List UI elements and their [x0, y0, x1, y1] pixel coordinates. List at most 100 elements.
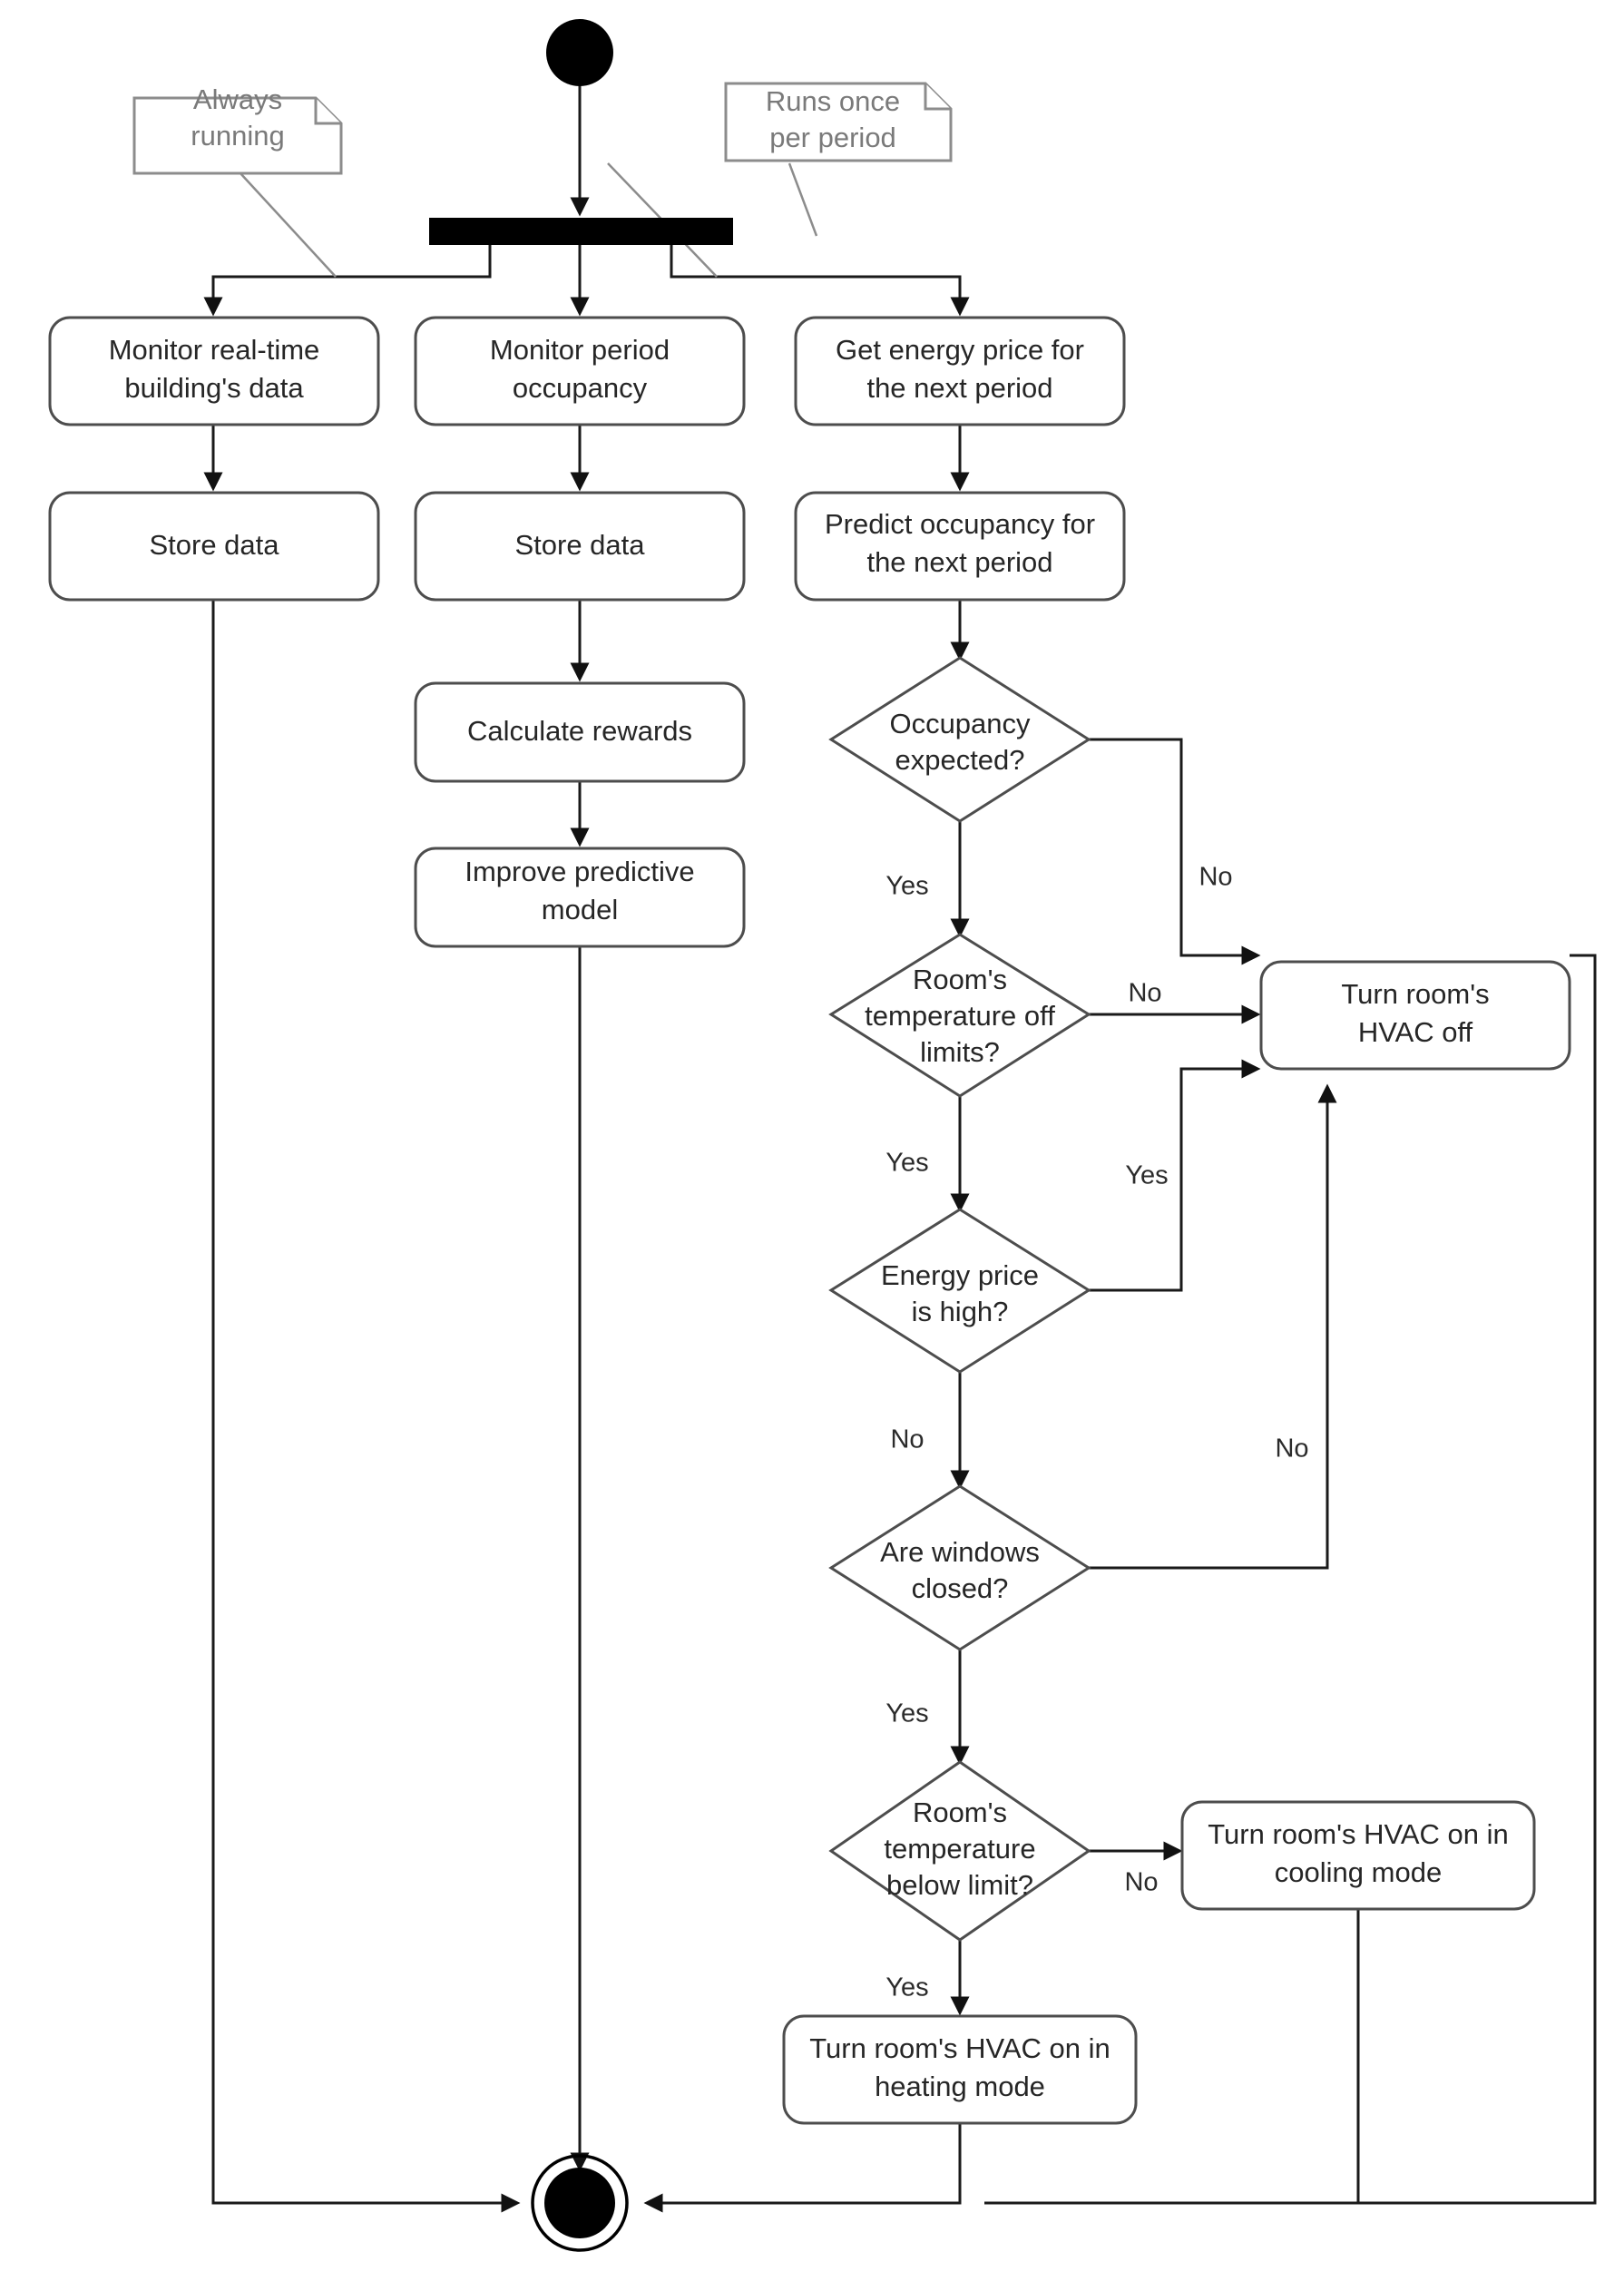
edge-label-energy-high-no: No — [890, 1425, 924, 1454]
activity-hvac-heating-line1: Turn room's HVAC on in — [809, 2032, 1110, 2064]
activity-monitor-realtime[interactable]: Monitor real-time building's data — [48, 316, 380, 426]
edge-store-left-to-end — [211, 600, 521, 2213]
edge-heating-to-end — [643, 2114, 962, 2213]
activity-improve-model-line2: model — [542, 894, 618, 925]
decision-occupancy-expected[interactable]: Occupancy expected? — [828, 656, 1091, 823]
end-node — [531, 2154, 629, 2252]
decision-occupancy-expected-diamond[interactable] — [828, 656, 1091, 823]
edge-layer — [203, 83, 1597, 2213]
decision-temp-off-limits-diamond[interactable] — [828, 933, 1091, 1098]
activity-hvac-off-line2: HVAC off — [1358, 1016, 1473, 1048]
decision-temp-off-limits[interactable]: Room's temperature off limits? — [828, 933, 1091, 1098]
activity-get-energy-price[interactable]: Get energy price for the next period — [794, 316, 1126, 426]
decision-energy-price-high-line1: Energy price — [881, 1259, 1039, 1291]
decision-temp-off-limits-line3: limits? — [920, 1036, 1000, 1068]
decision-temp-below-limit[interactable]: Room's temperature below limit? — [828, 1760, 1091, 1942]
edge-energy-high-yes-to-hvac-off — [1089, 1059, 1261, 1292]
start-node — [546, 19, 613, 86]
edge-label-temp-below-yes: Yes — [885, 1973, 928, 2002]
activity-predict-occupancy-line2: the next period — [866, 546, 1052, 578]
activity-improve-model-line1: Improve predictive — [465, 856, 694, 887]
edge-label-occupancy-no: No — [1198, 863, 1232, 892]
activity-get-energy-price-line1: Get energy price for — [836, 334, 1084, 366]
fork-node — [429, 218, 733, 245]
decision-occupancy-expected-line1: Occupancy — [889, 708, 1031, 739]
activity-predict-occupancy-box[interactable] — [794, 491, 1126, 602]
edge-label-occupancy-yes: Yes — [885, 872, 928, 901]
activity-store-data-left[interactable]: Store data — [48, 491, 380, 602]
edge-label-windows-yes: Yes — [885, 1699, 928, 1728]
note-runs-once-body — [724, 82, 953, 162]
edge-windows-no-to-hvac-off — [1089, 1083, 1337, 1570]
activity-monitor-occupancy-line1: Monitor period — [490, 334, 670, 366]
edge-occupancy-no-to-hvac-off — [1089, 738, 1261, 965]
note-always-running-line1: Always — [193, 83, 282, 115]
initial-node-circle — [546, 19, 613, 86]
edge-label-layer: No Yes No Yes Yes No No Yes No Yes — [885, 863, 1308, 2002]
activity-hvac-cooling-line2: cooling mode — [1275, 1856, 1442, 1888]
activity-monitor-occupancy[interactable]: Monitor period occupancy — [414, 316, 746, 426]
activity-hvac-heating[interactable]: Turn room's HVAC on in heating mode — [782, 2014, 1138, 2125]
activity-predict-occupancy[interactable]: Predict occupancy for the next period — [794, 491, 1126, 602]
decision-temp-below-limit-line3: below limit? — [886, 1869, 1033, 1901]
note-runs-once-line1: Runs once — [766, 85, 900, 117]
edge-fork-to-get-energy-price — [670, 243, 970, 317]
decision-windows-closed-line1: Are windows — [880, 1536, 1040, 1568]
decision-occupancy-expected-line2: expected? — [895, 744, 1024, 776]
note-runs-once-line2: per period — [769, 122, 896, 153]
activity-monitor-realtime-line2: building's data — [124, 372, 304, 404]
leader-always-running — [240, 172, 337, 278]
activity-hvac-heating-line2: heating mode — [875, 2071, 1045, 2102]
activity-store-data-left-box[interactable] — [48, 491, 380, 602]
decision-energy-price-high-line2: is high? — [912, 1296, 1009, 1327]
activity-hvac-off[interactable]: Turn room's HVAC off — [1259, 960, 1571, 1071]
activity-store-data-mid-label: Store data — [514, 529, 645, 561]
activity-monitor-realtime-line1: Monitor real-time — [109, 334, 320, 366]
activity-get-energy-price-box[interactable] — [794, 316, 1126, 426]
decision-temp-below-limit-diamond[interactable] — [828, 1760, 1091, 1942]
edge-label-energy-high-yes: Yes — [1125, 1161, 1168, 1190]
activity-monitor-realtime-box[interactable] — [48, 316, 380, 426]
note-always-running-line2: running — [191, 120, 284, 152]
decision-temp-off-limits-line2: temperature off — [865, 1000, 1055, 1032]
activity-store-data-mid[interactable]: Store data — [414, 491, 746, 602]
activity-calculate-rewards-box[interactable] — [414, 681, 746, 783]
decision-windows-closed-line2: closed? — [912, 1572, 1009, 1604]
edge-label-windows-no: No — [1275, 1434, 1308, 1464]
activity-get-energy-price-line2: the next period — [866, 372, 1052, 404]
decision-energy-price-high-diamond[interactable] — [828, 1208, 1091, 1374]
activity-store-data-left-label: Store data — [149, 529, 279, 561]
activity-hvac-cooling[interactable]: Turn room's HVAC on in cooling mode — [1180, 1800, 1536, 1911]
note-runs-once: Runs once per period — [724, 82, 953, 162]
activity-calculate-rewards[interactable]: Calculate rewards — [414, 681, 746, 783]
leader-runs-once-right — [788, 162, 818, 237]
edge-hvac-off-to-bottom-rail — [1358, 954, 1597, 2205]
activity-hvac-cooling-box[interactable] — [1180, 1800, 1536, 1911]
activity-monitor-occupancy-box[interactable] — [414, 316, 746, 426]
activity-improve-model-box[interactable] — [414, 847, 746, 948]
activity-hvac-off-line1: Turn room's — [1341, 978, 1489, 1010]
decision-temp-below-limit-line1: Room's — [913, 1797, 1007, 1828]
edge-fork-to-monitor-realtime — [203, 243, 492, 317]
activity-hvac-cooling-line1: Turn room's HVAC on in — [1208, 1818, 1509, 1850]
fork-bar — [429, 218, 733, 245]
note-always-running-body — [132, 96, 343, 175]
activity-store-data-mid-box[interactable] — [414, 491, 746, 602]
decision-windows-closed-diamond[interactable] — [828, 1484, 1091, 1651]
activity-hvac-heating-box[interactable] — [782, 2014, 1138, 2125]
activity-hvac-off-box[interactable] — [1259, 960, 1571, 1071]
activity-monitor-occupancy-line2: occupancy — [513, 372, 648, 404]
final-node-ring — [531, 2154, 629, 2252]
note-runs-once-fold — [924, 83, 951, 111]
edge-label-temp-below-no: No — [1124, 1868, 1158, 1897]
edge-label-temp-off-limits-no: No — [1128, 979, 1161, 1008]
activity-improve-model[interactable]: Improve predictive model — [414, 847, 746, 948]
decision-temp-below-limit-line2: temperature — [884, 1833, 1035, 1865]
decision-windows-closed[interactable]: Are windows closed? — [828, 1484, 1091, 1651]
decision-energy-price-high[interactable]: Energy price is high? — [828, 1208, 1091, 1374]
final-node-core — [544, 2168, 615, 2238]
activity-calculate-rewards-label: Calculate rewards — [467, 715, 692, 747]
activity-predict-occupancy-line1: Predict occupancy for — [825, 508, 1095, 540]
